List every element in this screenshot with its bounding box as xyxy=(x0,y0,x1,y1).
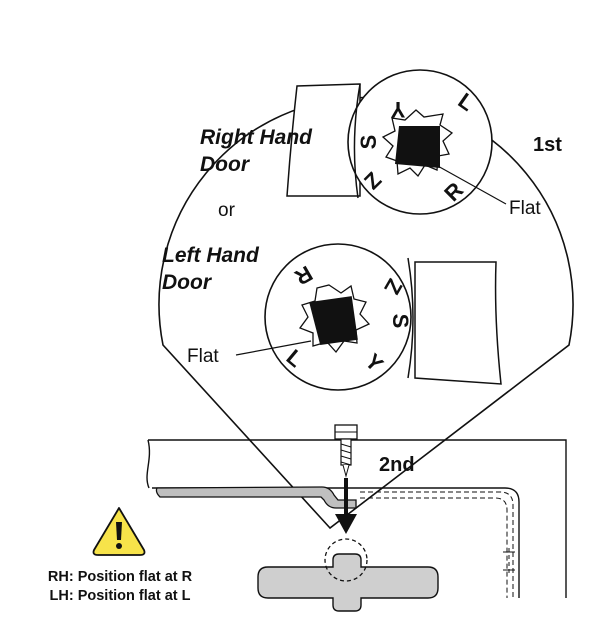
right-hand-label-line2: Door xyxy=(200,153,251,176)
right-hand-label-line1: Right Hand xyxy=(200,126,313,149)
flat-leader-upper xyxy=(435,164,507,205)
left-hand-label-line1: Left Hand xyxy=(162,244,260,267)
flat-label-upper: Flat xyxy=(509,198,541,219)
step-first-label: 1st xyxy=(533,134,562,156)
cam-part xyxy=(257,553,439,612)
lower-dial-letter-s: S xyxy=(388,314,413,329)
or-label: or xyxy=(218,200,236,221)
screw xyxy=(334,424,358,478)
insertion-arrow xyxy=(335,478,357,534)
cam-focus-circle xyxy=(324,538,368,582)
warning-triangle-icon xyxy=(92,507,146,556)
door-frame-assembly xyxy=(146,439,567,598)
step-second-label: 2nd xyxy=(379,454,415,476)
warning-line-rh: RH: Position flat at R xyxy=(48,569,193,585)
warning-line-lh: LH: Position flat at L xyxy=(50,588,191,604)
upper-dial xyxy=(286,69,493,215)
hinge-strap xyxy=(155,486,357,509)
flat-label-lower: Flat xyxy=(187,346,219,367)
flat-leader-lower xyxy=(235,340,312,356)
lower-dial xyxy=(264,243,502,391)
left-hand-label-line2: Door xyxy=(162,271,213,294)
upper-dial-letter-y: Y xyxy=(390,97,405,122)
upper-dial-letter-s: S xyxy=(356,135,381,150)
